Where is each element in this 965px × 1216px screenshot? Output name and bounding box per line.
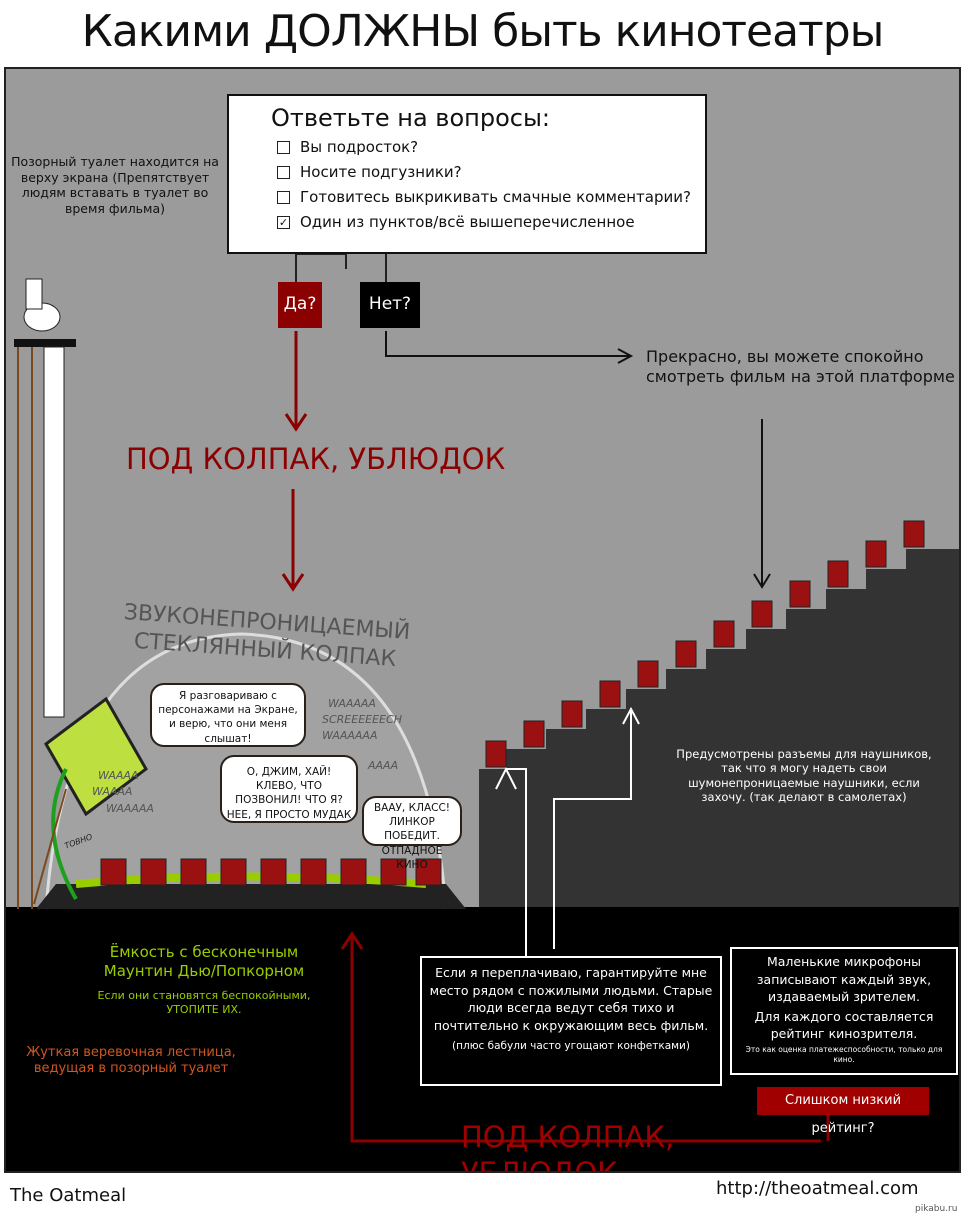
footer-brand: The Oatmeal	[10, 1185, 127, 1206]
noise-text: WAAAAA	[328, 697, 376, 710]
page-title: Какими ДОЛЖНЫ быть кинотеатры	[81, 6, 885, 57]
no-box[interactable]: Нет?	[360, 282, 420, 328]
noise-text: AAAA	[368, 759, 399, 772]
toilet-platform	[14, 339, 76, 347]
checkbox[interactable]	[277, 190, 290, 204]
question-item[interactable]: Готовитесь выкрикивать смачные комментар…	[277, 188, 705, 206]
yes-box[interactable]: Да?	[278, 282, 322, 328]
question-label: Носите подгузники?	[300, 163, 462, 181]
noise-text: SCREEEEEECH	[322, 713, 402, 726]
low-rating-box: Слишком низкий рейтинг?	[757, 1087, 929, 1136]
question-item[interactable]: Вы подросток?	[277, 138, 705, 156]
speech-bubble: Я разговариваю с персонажами на Экране, …	[150, 683, 306, 747]
elderly-note-box: Если я переплачиваю, гарантируйте мне ме…	[420, 956, 722, 1086]
no-result-text: Прекрасно, вы можете спокойно смотреть ф…	[646, 347, 955, 386]
stadium-stairs	[479, 549, 959, 909]
under-dome-heading: ПОД КОЛПАК, УБЛЮДОК	[126, 442, 506, 476]
toilet-note: Позорный туалет находится на верху экран…	[11, 154, 219, 216]
noise-text: WAAAAA	[106, 802, 154, 815]
container-subtitle: Если они становятся беспокойными, УТОПИТ…	[97, 989, 311, 1016]
question-label: Вы подросток?	[300, 138, 419, 156]
under-dome-bottom: ПОД КОЛПАК, УБЛЮДОК	[461, 1120, 675, 1171]
checkbox-checked[interactable]: ✓	[277, 215, 290, 229]
question-item[interactable]: ✓ Один из пунктов/всё вышеперечисленное	[277, 213, 705, 231]
checkbox[interactable]	[277, 165, 290, 179]
container-title: Ёмкость с бесконечным Маунтин Дью/Попкор…	[103, 943, 305, 980]
footer: The Oatmeal http://theoatmeal.com pikabu…	[0, 1175, 965, 1216]
question-label: Готовитесь выкрикивать смачные комментар…	[300, 188, 691, 206]
checkbox[interactable]	[277, 140, 290, 154]
question-label: Один из пунктов/всё вышеперечисленное	[300, 213, 635, 231]
popcorn-container	[44, 696, 148, 817]
mic-note: Маленькие микрофоны записывают каждый зв…	[756, 954, 932, 1004]
stair-seats	[485, 520, 925, 768]
noise-text: WAAAAAA	[322, 729, 378, 742]
speech-bubble: ВААУ, КЛАСС! ЛИНКОР ПОБЕДИТ. ОТПАДНОЕ КИ…	[362, 796, 462, 871]
microphone-note-box: Маленькие микрофоны записывают каждый зв…	[730, 947, 958, 1075]
rope-ladder	[17, 347, 33, 909]
footer-link[interactable]: http://theoatmeal.com	[716, 1178, 919, 1199]
elderly-note: Если я переплачиваю, гарантируйте мне ме…	[429, 965, 713, 1033]
mic-note-sub: Это как оценка платежеспособности, тольк…	[745, 1044, 943, 1065]
ladder-note: Жуткая веревочная лестница, ведущая в по…	[26, 1045, 236, 1077]
speech-bubble: О, ДЖИМ, ХАЙ! КЛЕВО, ЧТО ПОЗВОНИЛ! ЧТО Я…	[220, 755, 358, 823]
headphones-note: Предусмотрены разъемы для наушников, так…	[676, 747, 932, 805]
question-item[interactable]: Носите подгузники?	[277, 163, 705, 181]
dome-seats	[100, 858, 442, 886]
comic-panel: Позорный туалет находится на верху экран…	[4, 67, 961, 1173]
questionnaire: Ответьте на вопросы: Вы подросток? Носит…	[227, 94, 707, 254]
noise-text: WAAAA	[98, 769, 139, 782]
watermark: pikabu.ru	[915, 1204, 958, 1214]
mic-note-rating: Для каждого составляется рейтинг кинозри…	[754, 1008, 934, 1042]
elderly-note-sub: (плюс бабули часто угощают конфетками)	[452, 1040, 690, 1052]
noise-text: WAAAA	[92, 785, 133, 798]
questionnaire-heading: Ответьте на вопросы:	[271, 104, 550, 132]
